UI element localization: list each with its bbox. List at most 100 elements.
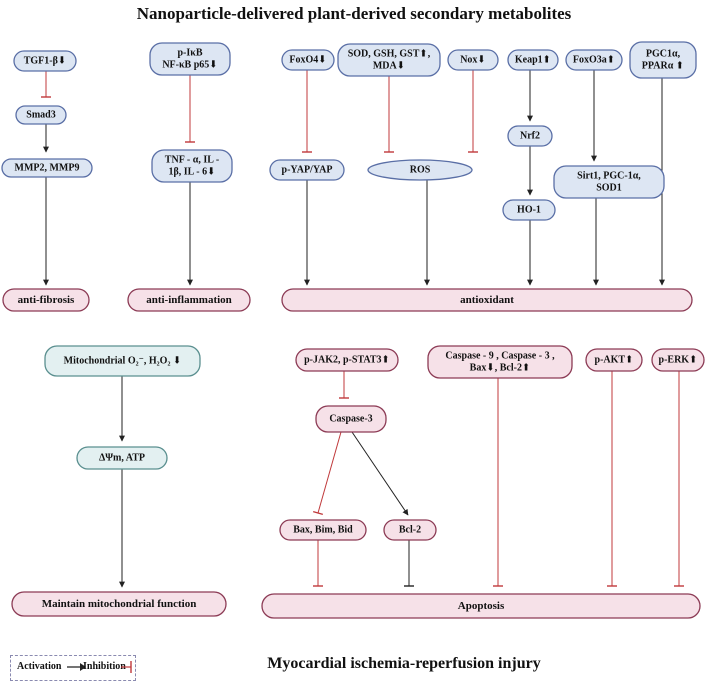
node-pjak-label-0: p-JAK2, p-STAT3⬆ [304, 355, 390, 366]
legend: Activation Inhibition [10, 655, 136, 681]
node-apoptosis: Apoptosis [261, 593, 701, 619]
node-pgc: PGC1α,PPARα ⬆ [629, 41, 697, 79]
node-pgc-label-1: PPARα ⬆ [642, 61, 684, 72]
node-tnf: TNF - α, IL -1β, IL - 6⬇ [151, 149, 233, 183]
node-sod: SOD, GSH, GST⬆,MDA⬇ [337, 43, 441, 77]
edge-tgf-smad3 [41, 71, 51, 98]
edge-pakt-apoptosis [607, 371, 617, 587]
node-sirt1: Sirt1, PGC-1α,SOD1 [553, 165, 665, 199]
node-bax: Bax, Bim, Bid [279, 519, 367, 541]
node-antifib-shape [2, 288, 90, 312]
node-nox: Nox⬇ [447, 49, 499, 71]
node-foxo3a-shape [565, 49, 623, 71]
node-mmp-label-0: MMP2, MMP9 [15, 163, 80, 174]
node-mito-shape [44, 345, 201, 377]
node-pjak: p-JAK2, p-STAT3⬆ [295, 348, 399, 372]
node-pyap-shape [269, 159, 345, 181]
node-perk-shape [651, 348, 705, 372]
node-casp9-label-1: Bax⬇, Bcl-2⬆ [470, 363, 531, 374]
node-nrf2-label-0: Nrf2 [520, 131, 540, 142]
edge-casp3-bcl2 [351, 431, 409, 516]
node-sirt1-shape [553, 165, 665, 199]
node-antiinf-label-0: anti-inflammation [146, 294, 232, 306]
node-ho1-shape [502, 199, 556, 221]
node-smad3: Smad3 [15, 105, 67, 125]
node-tgf-shape [13, 50, 77, 72]
node-tnf-label-1: 1β, IL - 6⬇ [169, 167, 216, 178]
edge-casp3-bax-line [317, 431, 342, 514]
node-pyap: p-YAP/YAP [269, 159, 345, 181]
node-ros-label-0: ROS [410, 165, 431, 176]
node-dpsi-label-0: ΔΨm, ATP [99, 453, 145, 464]
node-foxo4-shape [281, 49, 335, 71]
legend-activation-label: Activation [17, 661, 62, 672]
edge-casp9-apoptosis [493, 378, 503, 587]
node-nrf2: Nrf2 [507, 125, 553, 147]
node-antifib-label-0: anti-fibrosis [18, 294, 75, 306]
edge-pjak-casp3 [339, 371, 349, 399]
node-foxo4: FoxO4⬇ [281, 49, 335, 71]
node-smad3-label-0: Smad3 [26, 110, 55, 121]
node-keap1-label-0: Keap1⬆ [515, 55, 551, 66]
node-bcl2-label-0: Bcl-2 [399, 525, 421, 536]
node-foxo4-label-0: FoxO4⬇ [289, 55, 326, 66]
legend-activation-arrow [67, 663, 86, 671]
node-ho1-label-0: HO-1 [517, 205, 541, 216]
node-bax-label-0: Bax, Bim, Bid [293, 525, 353, 536]
node-tgf-label-0: TGF1-β⬇ [24, 56, 67, 67]
node-sod-label-0: SOD, GSH, GST⬆, [348, 49, 431, 60]
node-pakt-label-0: p-AKT⬆ [595, 355, 634, 366]
node-foxo3a: FoxO3a⬆ [565, 49, 623, 71]
node-antiox-label-0: antioxidant [460, 294, 514, 306]
legend-inhibition-label: Inhibition [83, 661, 126, 672]
edge-foxo4-pyap [302, 70, 312, 153]
node-nox-shape [447, 49, 499, 71]
node-antiinf-shape [127, 288, 251, 312]
edge-sod-ros [384, 76, 394, 153]
edge-pikb-tnf [185, 75, 195, 143]
node-mito-label-0: Mitochondrial O₂⁻, H₂O₂ ⬇ [64, 356, 182, 367]
node-casp9-shape [427, 345, 573, 379]
node-ros-shape [367, 159, 473, 181]
edge-casp3-bcl2-line [351, 431, 409, 516]
node-keap1-shape [507, 49, 559, 71]
node-antiox: antioxidant [281, 288, 693, 312]
node-maintain-label-0: Maintain mitochondrial function [42, 598, 197, 610]
node-maintain-shape [11, 591, 227, 617]
node-bcl2-shape [383, 519, 437, 541]
node-sod-shape [337, 43, 441, 77]
node-antiox-shape [281, 288, 693, 312]
node-pakt: p-AKT⬆ [585, 348, 643, 372]
node-casp3-label-0: Caspase-3 [329, 414, 372, 425]
bottom-title: Myocardial ischemia-reperfusion injury [267, 655, 541, 672]
edge-perk-apoptosis [674, 371, 684, 587]
node-antifib: anti-fibrosis [2, 288, 90, 312]
node-casp3-shape [315, 405, 387, 433]
node-apoptosis-label-0: Apoptosis [458, 600, 505, 612]
node-pikb-label-1: NF-κB p65⬇ [162, 60, 217, 71]
edge-bcl2-apoptosis [404, 540, 414, 587]
node-nox-label-0: Nox⬇ [460, 55, 486, 66]
node-sirt1-label-1: SOD1 [596, 183, 622, 194]
node-dpsi-shape [76, 446, 168, 470]
node-dpsi: ΔΨm, ATP [76, 446, 168, 470]
node-sod-label-1: MDA⬇ [373, 61, 405, 72]
node-casp9: Caspase - 9 , Caspase - 3 ,Bax⬇, Bcl-2⬆ [427, 345, 573, 379]
node-tnf-shape [151, 149, 233, 183]
node-perk: p-ERK⬆ [651, 348, 705, 372]
node-nrf2-shape [507, 125, 553, 147]
node-sirt1-label-0: Sirt1, PGC-1α, [577, 171, 641, 182]
node-pgc-shape [629, 41, 697, 79]
edge-bax-apoptosis [313, 540, 323, 587]
node-ho1: HO-1 [502, 199, 556, 221]
node-mito: Mitochondrial O₂⁻, H₂O₂ ⬇ [44, 345, 201, 377]
node-mmp: MMP2, MMP9 [1, 158, 93, 178]
node-pikb-label-0: p-IκB [177, 48, 202, 59]
node-pyap-label-0: p-YAP/YAP [282, 165, 333, 176]
node-maintain: Maintain mitochondrial function [11, 591, 227, 617]
node-foxo3a-label-0: FoxO3a⬆ [573, 55, 615, 66]
node-bcl2: Bcl-2 [383, 519, 437, 541]
